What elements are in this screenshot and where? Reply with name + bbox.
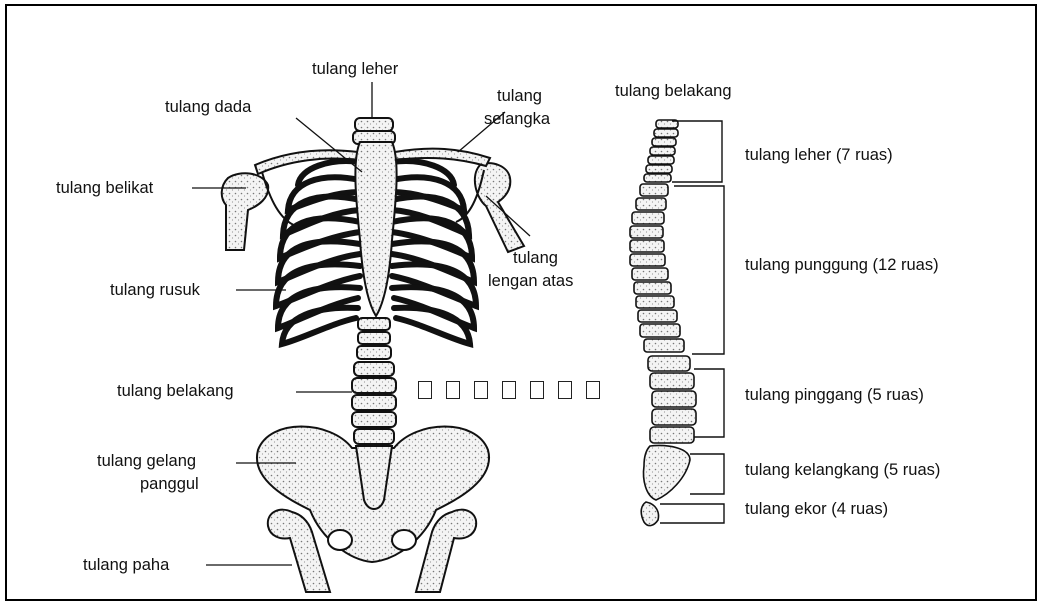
label-tulang-belikat: tulang belikat	[56, 179, 153, 198]
placeholder-box	[446, 381, 460, 399]
label-tulang-rusuk: tulang rusuk	[110, 281, 200, 300]
thoracic	[630, 184, 684, 352]
placeholder-box	[586, 381, 600, 399]
spine-segment-ekor: tulang ekor (4 ruas)	[745, 500, 888, 519]
placeholder-boxes	[418, 381, 600, 399]
label-tulang-selangka-1: tulang	[497, 87, 542, 106]
label-tulang-gelang-2: panggul	[140, 475, 199, 494]
label-tulang-lengan-2: lengan atas	[488, 272, 573, 291]
placeholder-box	[530, 381, 544, 399]
label-tulang-selangka-2: selangka	[484, 110, 550, 129]
cervical	[644, 120, 678, 182]
label-tulang-dada: tulang dada	[165, 98, 251, 117]
left-upper-arm	[222, 173, 268, 250]
label-tulang-belakang: tulang belakang	[117, 382, 234, 401]
spine-segment-pinggang: tulang pinggang (5 ruas)	[745, 386, 924, 405]
label-tulang-gelang-1: tulang gelang	[97, 452, 196, 471]
vertebral-column	[630, 120, 696, 526]
sacrum-side	[644, 446, 691, 500]
placeholder-box	[474, 381, 488, 399]
placeholder-box	[418, 381, 432, 399]
label-tulang-leher: tulang leher	[312, 60, 398, 79]
lumbar	[648, 356, 696, 443]
label-tulang-lengan-1: tulang	[513, 249, 558, 268]
coccyx-side	[641, 502, 658, 526]
spine-segment-punggung: tulang punggung (12 ruas)	[745, 256, 939, 275]
label-tulang-paha: tulang paha	[83, 556, 169, 575]
spine-vertebrae	[352, 318, 396, 444]
spine-title: tulang belakang	[615, 82, 732, 101]
spine-segment-kelangkang: tulang kelangkang (5 ruas)	[745, 461, 940, 480]
neck-vertebrae	[353, 118, 395, 144]
right-ribs	[392, 161, 476, 344]
torso-skeleton	[222, 118, 524, 592]
spine-segment-leher: tulang leher (7 ruas)	[745, 146, 893, 165]
placeholder-box	[558, 381, 572, 399]
left-ribs	[276, 161, 360, 344]
placeholder-box	[502, 381, 516, 399]
